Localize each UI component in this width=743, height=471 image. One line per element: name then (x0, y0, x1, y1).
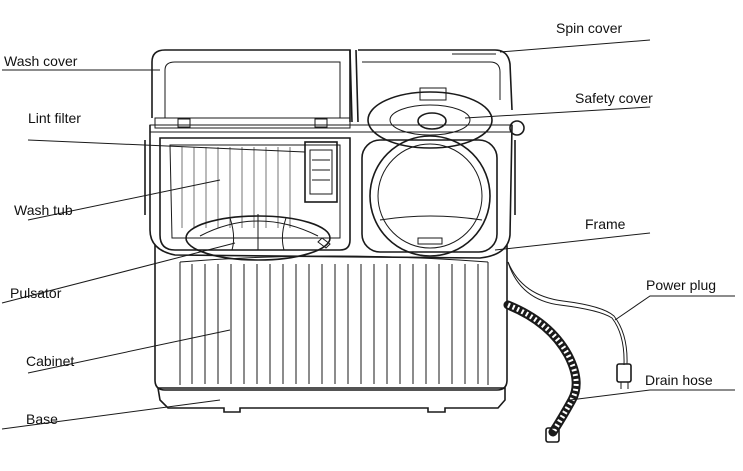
label-pulsator: Pulsator (10, 285, 62, 301)
label-base: Base (26, 411, 58, 427)
drain-hose-part (503, 300, 581, 443)
pulsator-part (199, 214, 319, 251)
leader-spin-cover (499, 39, 651, 53)
leader-safety-cover (464, 106, 651, 119)
leader-wash-tub (27, 179, 221, 221)
label-drain-hose: Drain hose (645, 372, 713, 388)
spin-cover-part (358, 49, 513, 111)
label-cabinet: Cabinet (26, 353, 74, 369)
safety-cover-part (367, 87, 493, 149)
hinge-bar (154, 117, 525, 136)
leader-pulsator (1, 242, 236, 304)
wash-tub-part (159, 137, 351, 261)
label-spin-cover: Spin cover (556, 20, 622, 36)
base-part (157, 387, 506, 413)
leader-lines (1, 39, 735, 430)
label-lint-filter: Lint filter (28, 110, 81, 126)
label-frame: Frame (585, 216, 626, 232)
wash-cover-part (151, 49, 359, 123)
cabinet-part (154, 245, 508, 391)
leader-power-plug (614, 295, 735, 321)
lint-filter-part (304, 141, 338, 249)
label-wash-tub: Wash tub (14, 202, 73, 218)
spin-tub-part (361, 135, 498, 257)
power-plug-part (507, 261, 632, 389)
leader-frame (494, 232, 651, 251)
part-labels: Wash cover Lint filter Wash tub Pulsator… (4, 20, 716, 427)
machine-illustration (144, 49, 632, 443)
leader-lint-filter (27, 139, 306, 153)
label-wash-cover: Wash cover (4, 53, 78, 69)
leader-base (1, 399, 221, 430)
leader-cabinet (27, 329, 231, 374)
label-safety-cover: Safety cover (575, 90, 653, 106)
leader-drain-hose (569, 389, 735, 401)
label-power-plug: Power plug (646, 277, 716, 293)
